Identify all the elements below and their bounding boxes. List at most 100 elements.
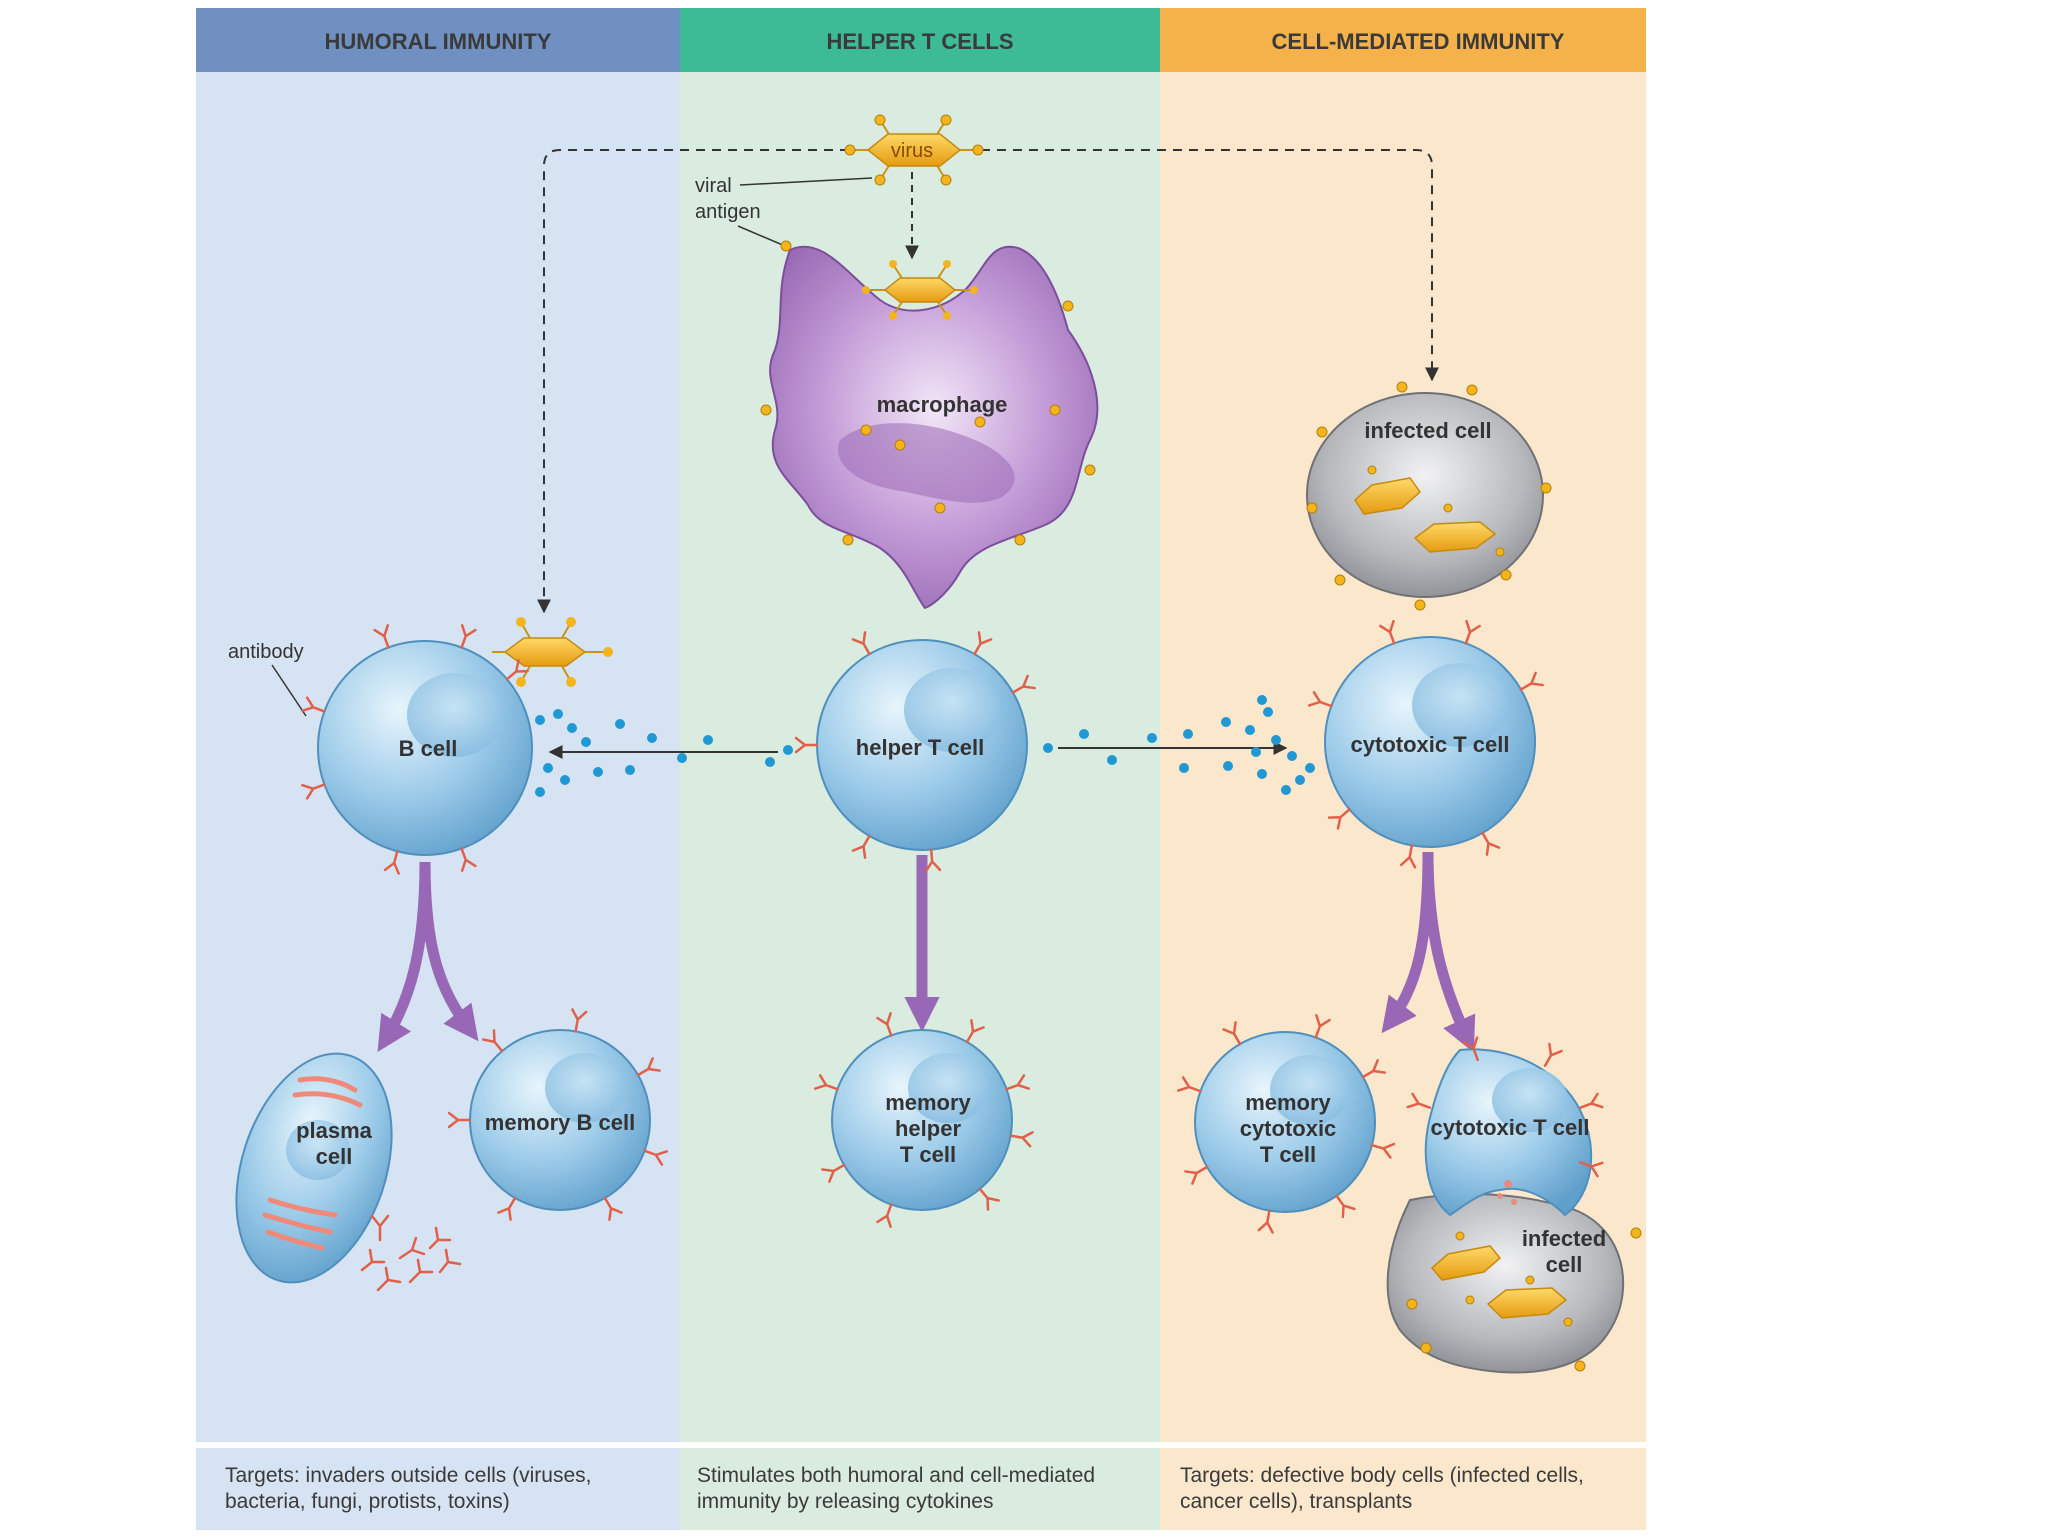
helper-title: HELPER T CELLS <box>826 29 1013 54</box>
footer-helper-line2: immunity by releasing cytokines <box>697 1490 993 1513</box>
receptor-mark <box>1370 1142 1396 1159</box>
plasma-cell-label-line1: plasma <box>296 1118 373 1143</box>
plasma-cell-label-line2: cell <box>316 1144 353 1169</box>
cytotoxic-t-cell-bottom-label: cytotoxic T cell <box>1431 1115 1590 1140</box>
receptor-mark <box>1578 1161 1604 1178</box>
dashed-path-to-infected-cell <box>965 149 1439 382</box>
memory-helper-label-line1: memory <box>885 1090 971 1115</box>
humoral-title: HUMORAL IMMUNITY <box>325 29 552 54</box>
receptor-mark <box>1222 1021 1242 1046</box>
receptor-mark <box>794 736 819 754</box>
virus-label: virus <box>891 140 933 162</box>
viral-antigen-leader-1 <box>739 177 873 186</box>
cell-receptors <box>301 619 1604 1234</box>
memory-b-cell: memory B cell <box>469 1029 651 1211</box>
memory-helper-t-cell: memory helper T cell <box>831 1029 1013 1211</box>
receptor-mark <box>851 631 871 656</box>
viral-antigen-leader-2 <box>737 225 786 247</box>
viral-antigen-label-line2: antigen <box>695 201 761 223</box>
receptor-mark <box>1464 619 1481 645</box>
receptor-mark <box>1379 619 1396 645</box>
receptor-mark <box>973 631 993 656</box>
memory-cytotoxic-label-line2: cytotoxic <box>1240 1116 1337 1141</box>
receptor-mark <box>876 1012 893 1037</box>
footer-cellmed-line1: Targets: defective body cells (infected … <box>1180 1464 1584 1487</box>
receptor-mark <box>1406 1092 1432 1109</box>
receptor-mark <box>301 783 326 800</box>
cytotoxic-t-cell: cytotoxic T cell <box>1324 636 1536 848</box>
receptor-mark <box>978 1187 1000 1211</box>
footer-humoral-line2: bacteria, fungi, protists, toxins) <box>225 1490 510 1513</box>
memory-b-cell-label: memory B cell <box>485 1110 635 1135</box>
receptor-mark <box>1314 1014 1331 1039</box>
receptor-mark <box>1335 1194 1356 1219</box>
receptor-mark <box>1307 691 1333 708</box>
receptor-mark <box>460 624 477 649</box>
helper-header <box>680 8 1160 72</box>
antibody-leader <box>271 664 307 717</box>
free-antibodies <box>360 1214 462 1292</box>
arrow-b-to-memory-b <box>419 861 479 1042</box>
receptor-mark <box>1481 831 1501 856</box>
infected-cell-top-label: infected cell <box>1364 418 1491 443</box>
cellmed-header <box>1160 8 1646 72</box>
receptor-mark <box>301 696 326 713</box>
receptor-mark <box>1578 1092 1604 1109</box>
receptor-mark <box>1257 1209 1274 1234</box>
macrophage-antigens <box>760 240 1096 546</box>
footer-helper-line1: Stimulates both humoral and cell-mediate… <box>697 1464 1095 1487</box>
virus-particle: virus <box>844 114 984 186</box>
receptor-mark <box>851 834 871 859</box>
infected-cell-bottom-label-line1: infected <box>1522 1226 1606 1251</box>
infected-cell-top: infected cell <box>1306 381 1552 611</box>
receptor-mark <box>603 1196 623 1221</box>
dashed-path-to-b-cell <box>537 149 865 614</box>
receptor-mark <box>373 624 390 649</box>
b-cell-label: B cell <box>399 736 458 761</box>
macrophage-label: macrophage <box>877 392 1008 417</box>
cellmed-title: CELL-MEDIATED IMMUNITY <box>1272 29 1565 54</box>
footer-separator <box>196 1442 1646 1448</box>
receptor-mark <box>1009 1131 1034 1148</box>
cytotoxic-t-cell-attacking: cytotoxic T cell <box>1424 1048 1593 1217</box>
memory-cytotoxic-label-line1: memory <box>1245 1090 1331 1115</box>
footer-cellmed-line2: cancer cells), transplants <box>1180 1490 1412 1513</box>
plasma-cell: plasma cell <box>235 1052 393 1284</box>
receptor-mark <box>1327 808 1351 830</box>
receptor-mark <box>505 659 529 681</box>
receptor-mark <box>1462 1036 1479 1062</box>
receptor-mark <box>821 1163 846 1183</box>
infected-cell-bottom: infected cell <box>1386 1193 1642 1374</box>
receptor-mark <box>1184 1165 1209 1185</box>
memory-cytotoxic-label-line3: T cell <box>1260 1142 1316 1167</box>
receptor-mark <box>460 847 477 872</box>
memory-cytotoxic-t-cell: memory cytotoxic T cell <box>1194 1031 1376 1213</box>
receptor-mark <box>876 1203 893 1228</box>
receptor-mark <box>1543 1042 1563 1067</box>
macrophage: macrophage <box>760 240 1099 610</box>
receptor-mark <box>1399 844 1417 869</box>
antibody-label: antibody <box>228 641 304 663</box>
receptor-mark <box>571 1008 588 1033</box>
infected-cell-bottom-label-line2: cell <box>1546 1252 1583 1277</box>
receptor-mark <box>383 850 400 875</box>
receptor-mark <box>1011 674 1036 694</box>
helper-t-cell-label: helper T cell <box>856 735 984 760</box>
helper-t-cell: helper T cell <box>816 639 1028 851</box>
receptor-mark <box>497 1196 517 1221</box>
humoral-header <box>196 8 680 72</box>
receptor-mark <box>482 1029 504 1053</box>
cytotoxic-t-cell-label: cytotoxic T cell <box>1351 732 1510 757</box>
receptor-mark <box>965 1019 985 1044</box>
receptor-mark <box>636 1057 661 1077</box>
receptor-mark <box>1361 1059 1386 1079</box>
receptor-mark <box>1005 1074 1030 1091</box>
cytokines-left <box>535 709 793 797</box>
receptor-mark <box>1177 1076 1202 1093</box>
arrow-cytotoxic-to-cytotoxic <box>1422 851 1476 1053</box>
receptor-mark <box>447 1111 472 1129</box>
b-cell: B cell <box>317 640 533 856</box>
cytokines-right <box>1043 695 1315 795</box>
receptor-mark <box>1519 671 1544 691</box>
